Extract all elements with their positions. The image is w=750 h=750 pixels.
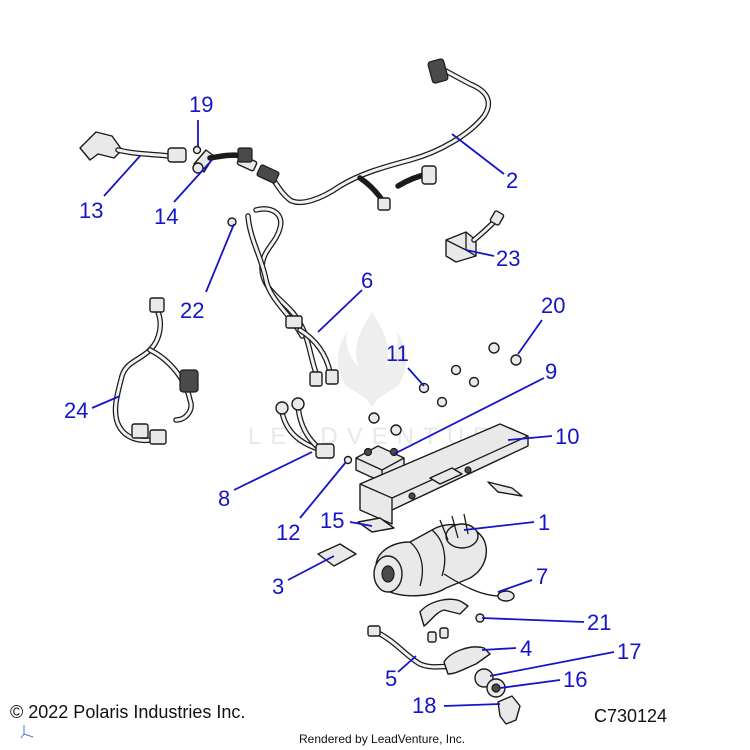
leader-lines <box>91 120 615 707</box>
leader-24 <box>91 395 121 409</box>
leader-21 <box>481 617 585 623</box>
mounting-screws <box>418 342 522 408</box>
copyright-notice: © 2022 Polaris Industries Inc. <box>10 702 246 722</box>
leader-3 <box>287 555 335 581</box>
leader-2 <box>451 133 505 175</box>
callout-labels: 1 2 3 4 5 6 7 8 9 10 11 12 13 14 15 16 1… <box>64 92 641 718</box>
callout-19: 19 <box>189 92 213 117</box>
leader-16 <box>499 679 561 689</box>
fairlead-bracket <box>419 598 469 627</box>
control-module <box>445 210 505 263</box>
leader-6 <box>317 289 363 333</box>
bracket-connector <box>192 147 253 174</box>
leader-13 <box>103 155 141 197</box>
leader-20 <box>517 319 543 355</box>
callout-2: 2 <box>506 168 518 193</box>
callout-7: 7 <box>536 564 548 589</box>
leader-10 <box>507 435 553 441</box>
secondary-wiring-harness <box>245 206 339 387</box>
winch-assembly <box>373 513 488 597</box>
callout-17: 17 <box>617 639 641 664</box>
callout-20: 20 <box>541 293 565 318</box>
callout-23: 23 <box>496 246 520 271</box>
callout-21: 21 <box>587 610 611 635</box>
callout-14: 14 <box>154 204 178 229</box>
leader-17 <box>489 651 615 677</box>
callout-13: 13 <box>79 198 103 223</box>
leader-15 <box>349 521 373 527</box>
leader-12 <box>299 461 347 519</box>
leader-11 <box>407 367 425 387</box>
leader-8 <box>233 451 313 491</box>
callout-1: 1 <box>538 510 550 535</box>
fastener-22 <box>227 217 237 227</box>
callout-6: 6 <box>361 268 373 293</box>
hook-parts <box>474 668 521 725</box>
hook-strap <box>443 646 491 675</box>
spacer-plate <box>357 517 395 533</box>
callout-5: 5 <box>385 666 397 691</box>
callout-9: 9 <box>545 359 557 384</box>
callout-24: 24 <box>64 398 88 423</box>
winch-rope <box>443 573 515 602</box>
callout-10: 10 <box>555 424 579 449</box>
leader-9 <box>393 377 545 455</box>
mounting-plate <box>359 423 529 525</box>
leader-14 <box>173 159 213 203</box>
diagram-code: C730124 <box>594 706 668 726</box>
main-wiring-harness <box>236 58 492 211</box>
callout-8: 8 <box>218 486 230 511</box>
contactor-harness <box>112 297 199 445</box>
callout-15: 15 <box>320 508 344 533</box>
leader-1 <box>463 521 535 531</box>
short-cable <box>275 397 335 459</box>
bolt-pair <box>427 627 449 643</box>
leader-22 <box>205 223 235 293</box>
clip-19 <box>192 145 202 155</box>
leader-7 <box>497 579 533 593</box>
callout-4: 4 <box>520 636 532 661</box>
leader-4 <box>481 647 517 651</box>
axis-triad-icon <box>20 725 34 739</box>
leader-23 <box>465 249 495 257</box>
plate-nuts <box>343 412 402 465</box>
callout-12: 12 <box>276 520 300 545</box>
leader-5 <box>397 655 417 673</box>
callout-3: 3 <box>272 574 284 599</box>
callout-18: 18 <box>412 693 436 718</box>
callout-22: 22 <box>180 298 204 323</box>
rendered-by-credit: Rendered by LeadVenture, Inc. <box>299 732 466 746</box>
leader-18 <box>443 703 501 707</box>
adhesive-pad <box>317 543 357 567</box>
switch-harness <box>79 131 187 163</box>
callout-11: 11 <box>386 341 409 366</box>
callout-16: 16 <box>563 667 587 692</box>
